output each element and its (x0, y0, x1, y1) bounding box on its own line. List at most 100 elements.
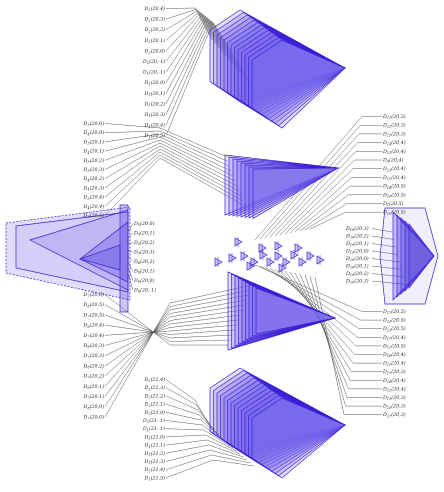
top-polygon (213, 12, 346, 105)
leader-line (264, 266, 382, 329)
upper-right-label: D14(20,4) (382, 139, 406, 146)
bottom-label: D2(21,-1) (142, 417, 165, 424)
leader-line (165, 11, 223, 53)
upper-right-label: D12(20,3) (382, 122, 406, 129)
upper-left-label: D3(20,4) (83, 194, 105, 201)
top-polygon (248, 37, 346, 127)
leader-line (127, 255, 134, 262)
leader-line (165, 403, 223, 440)
leader-line (104, 157, 246, 216)
lower-right-label: D13(20,3) (382, 394, 406, 401)
left-triangle-medium (79, 221, 129, 283)
left-label: D5(20,1) (133, 230, 155, 237)
upper-left-polygon (248, 166, 340, 219)
right-label: D20(20,0) (345, 255, 369, 262)
bottom-polygon (213, 370, 346, 455)
leader-line (304, 203, 382, 231)
leader-line (165, 459, 255, 479)
leader-line (254, 116, 382, 241)
lower-left-label: D8(20,1) (83, 383, 105, 390)
leader-line (127, 249, 134, 253)
leader-line (104, 139, 234, 177)
center-small-triangle (250, 257, 259, 267)
right-label: D20(20,2) (345, 233, 369, 240)
leader-line (165, 8, 216, 45)
leader-line (127, 267, 134, 281)
leader-line (165, 379, 213, 431)
leader-line (104, 309, 243, 367)
center-small-triangle (266, 257, 275, 267)
top-label: D2(20,-1) (142, 58, 165, 65)
top-polygon (237, 29, 346, 120)
upper-left-polygon (240, 162, 340, 218)
leader-line (294, 272, 382, 381)
leader-line (284, 270, 382, 364)
right-inner-polygon (396, 214, 435, 298)
center-small-triangle (246, 261, 255, 271)
bottom-label: D2(21,2) (144, 392, 166, 399)
top-polygon (234, 27, 346, 118)
right-label: D19(20,0) (345, 248, 369, 255)
top-polygon (241, 32, 346, 122)
bottom-polygon (227, 380, 346, 463)
left-label: D6(20,-1) (133, 287, 156, 294)
leader-line (165, 10, 220, 49)
left-label: D6(20,2) (133, 258, 155, 265)
leader-line (165, 17, 241, 94)
leader-line (299, 194, 382, 232)
bottom-polygon (216, 372, 346, 457)
bottom-label: D2(21,4) (144, 376, 166, 383)
left-label: D5(20,2) (133, 239, 155, 246)
leader-line (165, 18, 244, 105)
bottom-label: D2(21,1) (144, 401, 166, 408)
leader-line (104, 130, 228, 162)
left-outer-box (5, 206, 131, 301)
center-small-triangle (228, 253, 237, 263)
bottom-polygon (244, 392, 346, 475)
top-label: D1(20,4) (144, 122, 166, 129)
leader-line (127, 232, 134, 239)
right-label: D19(20,2) (345, 270, 369, 277)
lower-left-label: D7(20,4) (83, 332, 105, 339)
leader-line (165, 444, 244, 458)
leader-line (165, 15, 237, 83)
leader-line (299, 273, 382, 390)
bottom-label: D2(21,3) (144, 384, 166, 391)
top-polygon (251, 39, 346, 129)
leader-line (371, 235, 395, 240)
bottom-label: D1(21,2) (144, 450, 166, 457)
upper-right-label: D11(20,3) (382, 113, 406, 120)
upper-left-label: D4(20,4) (83, 203, 105, 210)
center-small-triangle (290, 250, 299, 260)
leader-line (371, 250, 399, 255)
right-label: D20(20,3) (345, 278, 369, 285)
center-small-triangle (240, 251, 249, 261)
leader-line (104, 324, 235, 335)
bottom-polygon (209, 367, 346, 452)
left-label: D6(20,0) (133, 277, 155, 284)
right-label: D19(20,1) (345, 240, 369, 247)
upper-left-label: D3(20,5) (83, 212, 105, 219)
bottom-label: D1(21,-1) (142, 425, 165, 432)
lower-left-label: D8(20,0) (83, 403, 105, 410)
lower-right-label: D17(20,4) (382, 334, 406, 341)
top-label: D2(20,4) (144, 5, 166, 12)
top-polygon (220, 17, 346, 109)
top-label: D1(20,-1) (142, 69, 165, 76)
leader-line (165, 7, 213, 41)
upper-left-polygon (252, 167, 340, 220)
leader-line (165, 454, 251, 470)
lower-right-label: D15(20,4) (382, 360, 406, 367)
leader-line (165, 14, 234, 73)
center-small-triangle (278, 263, 287, 273)
center-small-triangle (294, 243, 303, 253)
upper-left-label: D4(20,2) (83, 175, 105, 182)
leader-line (104, 284, 253, 418)
upper-left-polygon (228, 156, 340, 217)
bottom-label: D2(21,0) (144, 409, 166, 416)
leader-line (104, 294, 249, 397)
leader-line (371, 273, 405, 278)
leader-line (371, 243, 397, 248)
lower-right-label: D17(20,3) (382, 368, 406, 375)
upper-left-label: D3(20,3) (83, 166, 105, 173)
